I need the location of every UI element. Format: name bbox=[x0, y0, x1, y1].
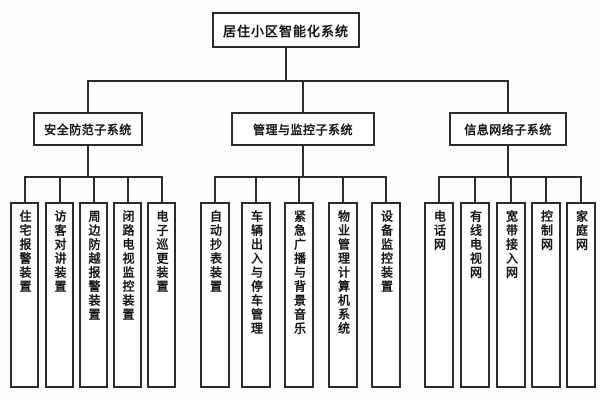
connector-management-leaf-stub bbox=[214, 176, 216, 202]
level2-node-security[interactable]: 安全防范子系统 bbox=[33, 112, 143, 146]
leaf-node-label: 电话网 bbox=[432, 210, 447, 252]
connector-network-leaf-stub bbox=[580, 176, 582, 202]
leaf-node-label: 设备监控装置 bbox=[379, 210, 394, 294]
leaf-node-label: 有线电视网 bbox=[468, 210, 483, 280]
connector-root-drop bbox=[285, 48, 287, 80]
leaf-node[interactable]: 设备监控装置 bbox=[371, 202, 401, 388]
root-node-intelligent-residential-system[interactable]: 居住小区智能化系统 bbox=[212, 12, 360, 48]
level2-node-label: 管理与监控子系统 bbox=[252, 122, 353, 137]
leaf-node-label: 车辆出入与停车管理 bbox=[249, 210, 264, 336]
leaf-node[interactable]: 电子巡更装置 bbox=[147, 202, 176, 388]
leaf-node[interactable]: 周边防越报警装置 bbox=[79, 202, 108, 388]
level2-node-network[interactable]: 信息网络子系统 bbox=[449, 112, 567, 146]
connector-security-leaf-stub bbox=[58, 176, 61, 202]
leaf-node[interactable]: 自动抄表装置 bbox=[200, 202, 230, 388]
connector-management-leaf-stub bbox=[342, 176, 344, 202]
connector-to-security bbox=[87, 80, 89, 112]
level2-node-label: 安全防范子系统 bbox=[44, 122, 132, 137]
level2-node-management[interactable]: 管理与监控子系统 bbox=[231, 112, 375, 146]
leaf-node[interactable]: 有线电视网 bbox=[460, 202, 490, 388]
connector-network-leaf-stub bbox=[545, 176, 547, 202]
connector-management-drop bbox=[302, 146, 304, 176]
leaf-node[interactable]: 访客对讲装置 bbox=[45, 202, 74, 388]
connector-to-management bbox=[302, 80, 304, 112]
connector-management-leaf-stub bbox=[255, 176, 257, 202]
leaf-node[interactable]: 物业管理计算机系统 bbox=[328, 202, 358, 388]
leaf-node-label: 控制网 bbox=[539, 210, 554, 252]
leaf-node-label: 紧急广播与背景音乐 bbox=[292, 210, 307, 336]
connector-network-leaf-stub bbox=[438, 176, 440, 202]
leaf-node[interactable]: 车辆出入与停车管理 bbox=[241, 202, 271, 388]
leaf-node[interactable]: 家庭网 bbox=[566, 202, 596, 388]
leaf-node-label: 家庭网 bbox=[574, 210, 589, 252]
leaf-node[interactable]: 闭路电视监控装置 bbox=[113, 202, 142, 388]
connector-security-leaf-stub bbox=[23, 176, 26, 202]
connector-security-leaf-stub bbox=[126, 176, 129, 202]
leaf-node[interactable]: 控制网 bbox=[531, 202, 561, 388]
connector-network-drop bbox=[507, 146, 509, 176]
connector-to-network bbox=[507, 80, 509, 112]
root-node-label: 居住小区智能化系统 bbox=[222, 24, 349, 40]
leaf-node-label: 宽带接入网 bbox=[504, 210, 519, 280]
leaf-node-label: 周边防越报警装置 bbox=[86, 210, 101, 322]
leaf-node-label: 自动抄表装置 bbox=[208, 210, 223, 294]
leaf-node[interactable]: 紧急广播与背景音乐 bbox=[284, 202, 314, 388]
connector-level1-bus bbox=[88, 80, 508, 82]
leaf-node-label: 电子巡更装置 bbox=[154, 210, 169, 294]
leaf-node[interactable]: 宽带接入网 bbox=[496, 202, 526, 388]
leaf-node[interactable]: 住宅报警装置 bbox=[10, 202, 39, 388]
connector-management-leaf-stub bbox=[298, 176, 300, 202]
connector-management-bus bbox=[215, 176, 386, 178]
connector-security-leaf-stub bbox=[160, 176, 163, 202]
connector-management-leaf-stub bbox=[385, 176, 387, 202]
leaf-node-label: 住宅报警装置 bbox=[17, 210, 32, 294]
connector-network-leaf-stub bbox=[510, 176, 512, 202]
level2-node-label: 信息网络子系统 bbox=[464, 122, 552, 137]
leaf-node-label: 访客对讲装置 bbox=[52, 210, 67, 294]
connector-security-leaf-stub bbox=[92, 176, 95, 202]
leaf-node[interactable]: 电话网 bbox=[424, 202, 454, 388]
connector-network-leaf-stub bbox=[474, 176, 476, 202]
connector-security-drop bbox=[87, 146, 89, 176]
leaf-node-label: 闭路电视监控装置 bbox=[120, 210, 135, 322]
leaf-node-label: 物业管理计算机系统 bbox=[336, 210, 351, 336]
